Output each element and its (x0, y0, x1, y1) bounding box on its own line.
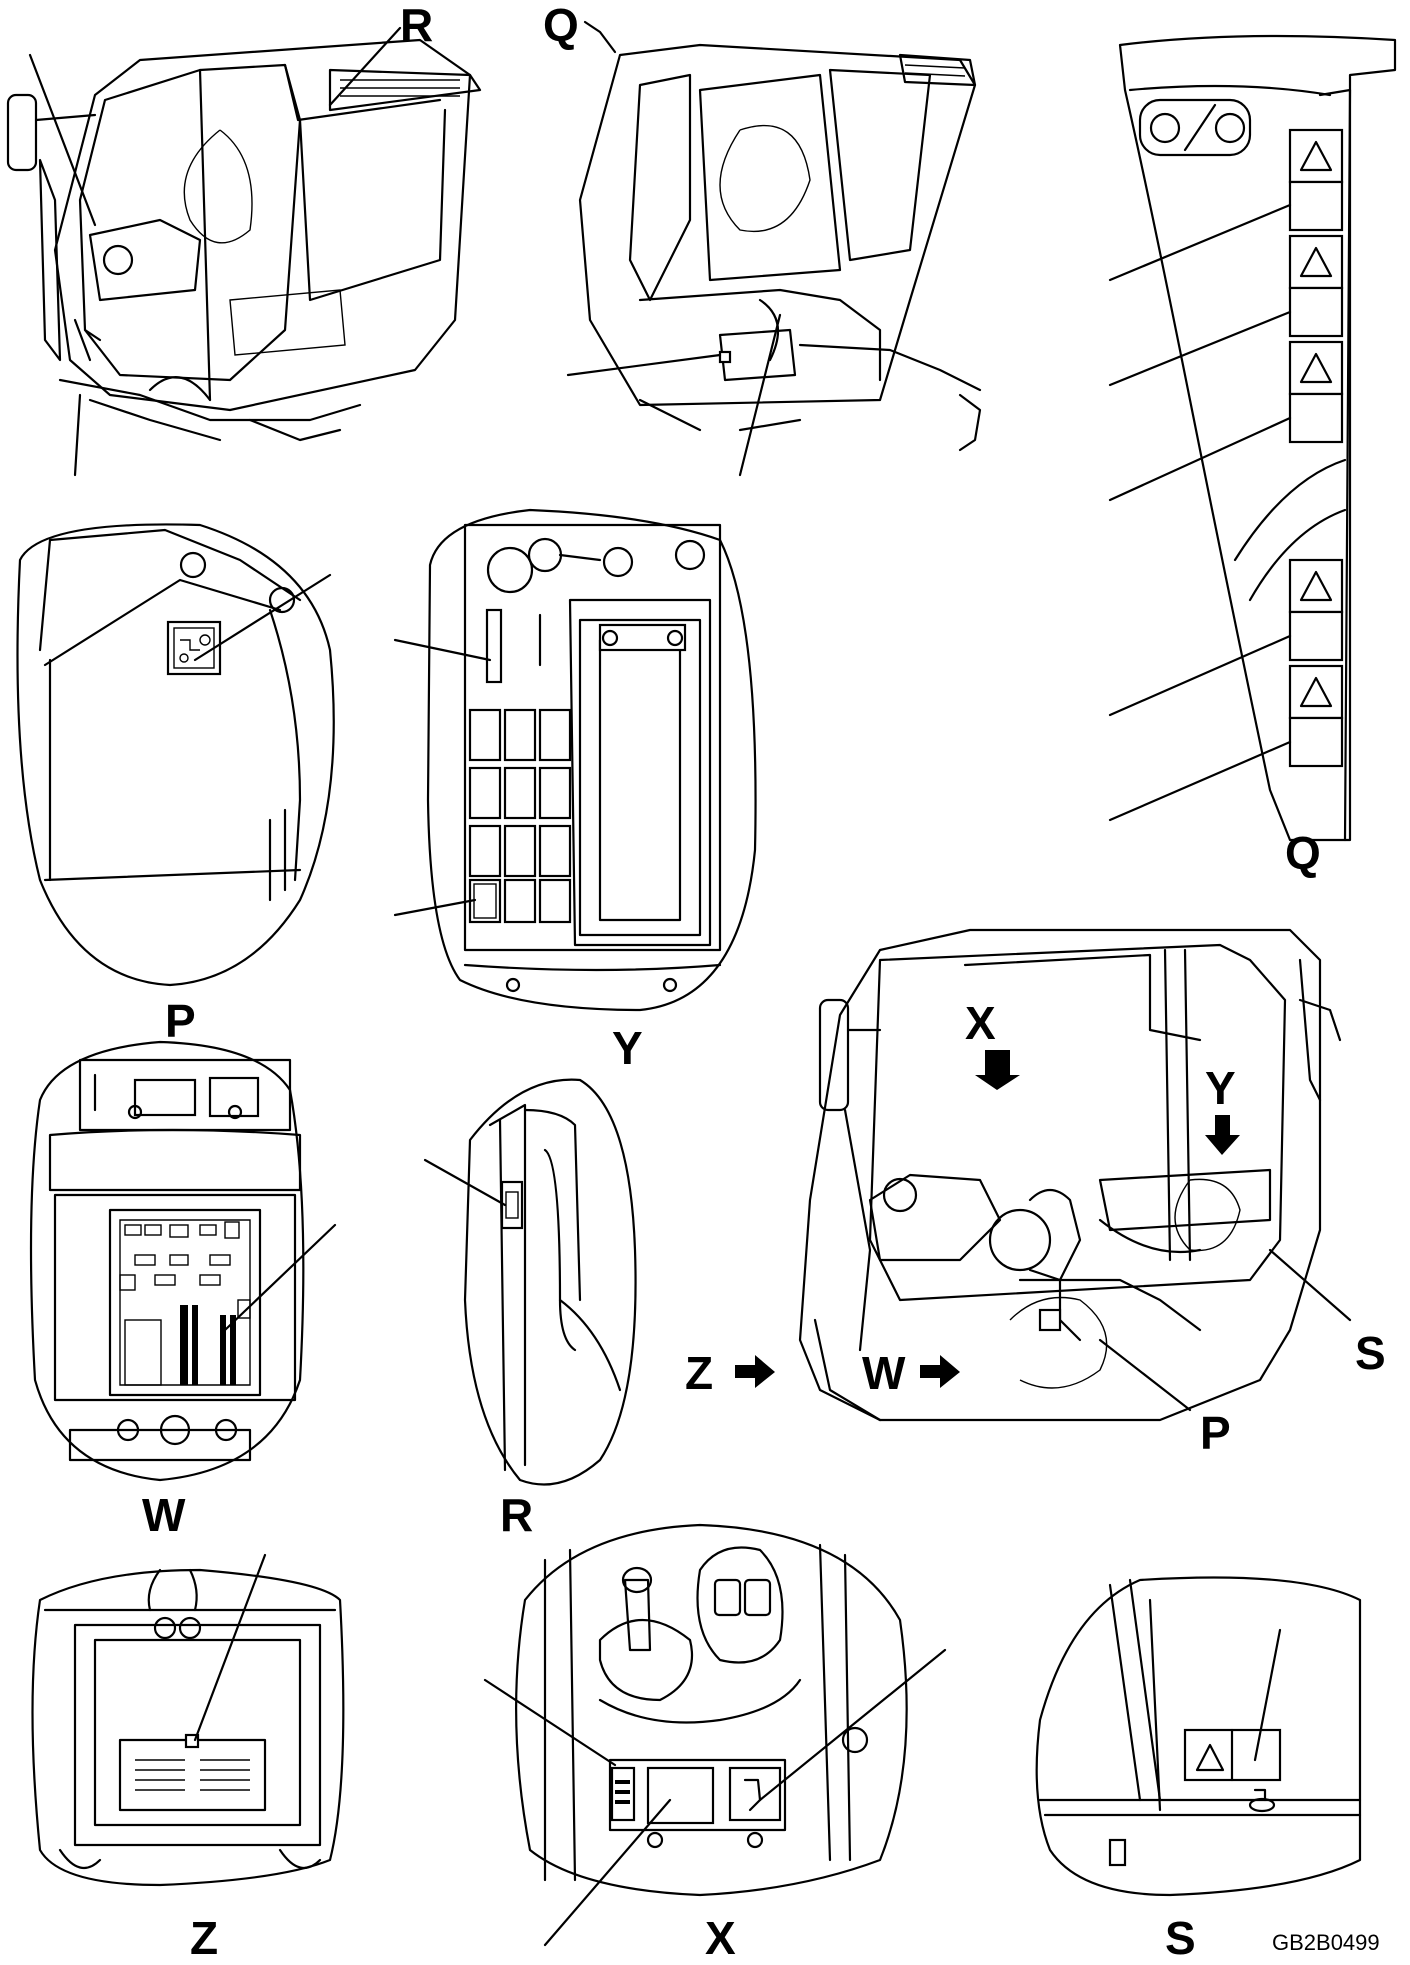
label-s-callout: S (1355, 1327, 1386, 1379)
leader-line (483, 1678, 617, 1767)
leader-line (223, 1223, 337, 1332)
label-q-top: Q (543, 0, 579, 51)
leader-line (1098, 1338, 1192, 1412)
label-r-detail: R (500, 1489, 534, 1541)
label-z-arrow: Z (685, 1347, 714, 1399)
label-w-arrow: W (862, 1347, 906, 1399)
leader-line (423, 1158, 507, 1207)
detail-p (16, 523, 335, 987)
leader-line (328, 26, 402, 107)
leader-line (28, 53, 97, 227)
key-switch (486, 537, 706, 594)
label-p-detail: P (165, 995, 196, 1047)
leader-line (1268, 1248, 1352, 1322)
leader-line (543, 1798, 672, 1947)
arrow-w-icon (920, 1355, 960, 1388)
arrow-y-icon (1205, 1115, 1240, 1155)
label-y-detail: Y (612, 1022, 643, 1074)
label-s-detail: S (1165, 1912, 1196, 1964)
label-w-detail: W (142, 1489, 186, 1541)
leader-line (393, 638, 492, 662)
cab-front-view (6, 26, 482, 477)
warning-label-s (1183, 1728, 1282, 1782)
detail-w-fuse-box (29, 1040, 337, 1482)
detail-y-switch-panel (393, 508, 757, 1012)
detail-s (1035, 1576, 1362, 1897)
figure-code: GB2B0499 (1272, 1930, 1380, 1955)
leader-line (758, 1648, 947, 1802)
leader-line (393, 898, 477, 917)
leader-line (193, 1553, 267, 1742)
label-y-arrow: Y (1205, 1062, 1236, 1114)
warning-label-stack-upper (1288, 128, 1344, 444)
label-r-top: R (400, 0, 434, 51)
rocker-switch-grid (468, 708, 572, 924)
leader-line (1108, 416, 1292, 502)
detail-q-pillar (1108, 34, 1397, 842)
arrow-x-icon (975, 1050, 1020, 1090)
leader-line (1108, 310, 1292, 387)
leader-line (1253, 1628, 1282, 1762)
joystick-grip (696, 1546, 784, 1664)
leader-line (566, 353, 722, 377)
leader-line (583, 20, 617, 54)
leader-line (73, 393, 82, 477)
detail-r (423, 1078, 637, 1486)
leader-line (1108, 634, 1292, 717)
label-x-detail: X (705, 1912, 736, 1964)
arrow-z-icon (735, 1355, 775, 1388)
cab-main-view (735, 928, 1352, 1422)
label-q-detail: Q (1285, 827, 1321, 879)
leader-line (738, 313, 782, 477)
label-p-callout: P (1200, 1407, 1231, 1459)
detail-z (31, 1553, 345, 1887)
leader-line (193, 573, 332, 662)
label-x-arrow: X (965, 997, 996, 1049)
warning-label-stack-lower (1288, 558, 1344, 768)
warning-label-p (166, 620, 222, 676)
leader-line (1108, 203, 1292, 282)
detail-x-joystick (483, 1523, 947, 1947)
label-z-detail: Z (190, 1912, 219, 1964)
cab-rear-view (566, 20, 982, 477)
joystick-lever (598, 1566, 694, 1702)
leader-line (1108, 740, 1292, 822)
fuse-block (119, 1221, 251, 1386)
